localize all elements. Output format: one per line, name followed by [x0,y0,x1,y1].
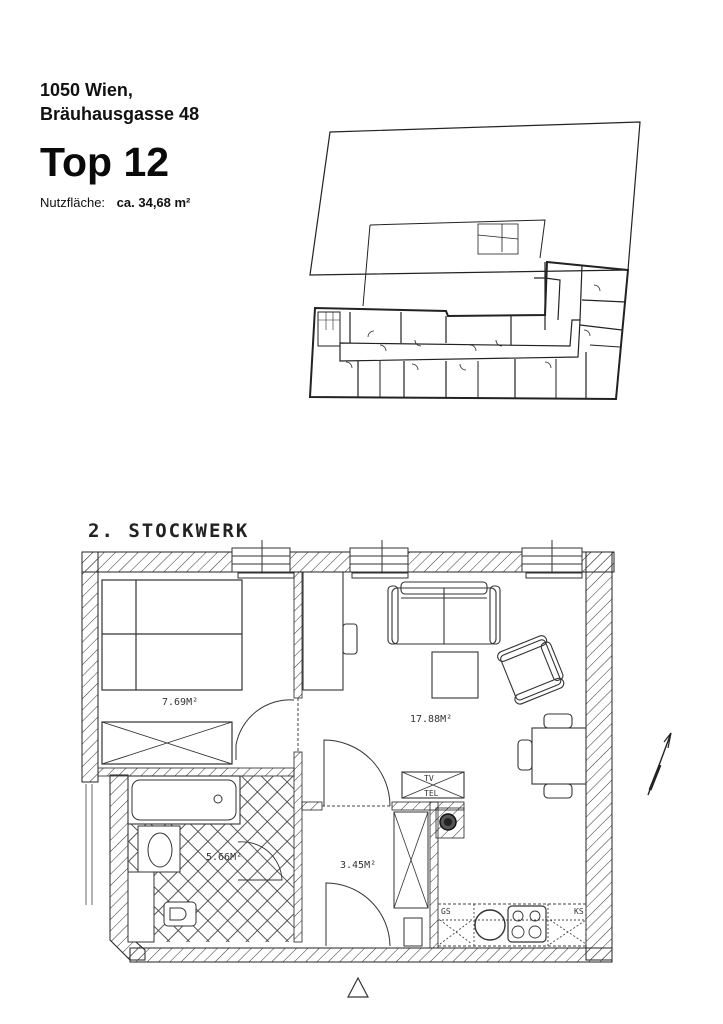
armchair-icon [497,635,565,705]
unit-plan: 7.69M² [81,540,672,998]
address-line-2: Bräuhausgasse 48 [40,104,200,124]
sink-icon [137,825,181,873]
living-area: 17.88M² [410,714,452,725]
interior-walls [97,571,465,949]
tv-label: TV [424,774,434,783]
wardrobe-icon [101,721,233,765]
hallway-area: 3.45M² [340,860,376,871]
exterior-pipe [85,784,93,905]
coffee-table-icon [431,651,479,699]
listing-header: 1050 Wien, Bräuhausgasse 48 Top 12 Nutzf… [40,78,199,210]
desk-closet [302,571,358,691]
tel-label: TEL [424,789,439,798]
sink-bowl-icon [474,909,506,941]
living-room [387,581,587,799]
bed-icon [101,579,243,691]
bathroom-area: 5.66M² [206,852,242,863]
entrance-triangle-icon [347,976,369,998]
windows [231,540,583,579]
bathtub-icon [127,775,241,825]
kitchen-counter [437,903,587,947]
entry-door-swing-icon [323,739,391,807]
front-door-swing-icon [325,882,391,947]
usable-area-value: ca. 34,68 m² [116,195,191,210]
usable-area: Nutzfläche: ca. 34,68 m² [40,195,199,210]
bedroom [101,579,295,765]
exterior-walls [81,551,615,963]
bath-door-swing-icon [237,841,283,881]
stove-icon [507,905,547,943]
dining-table-icon [517,713,587,799]
bedroom-area: 7.69M² [162,697,198,708]
ks-label: KS [574,907,584,916]
floor-label: 2. STOCKWERK [88,520,249,542]
toilet-icon [163,901,197,927]
door-swing-icon [235,699,295,760]
hallway [323,739,429,947]
sofa-icon [387,581,501,645]
tv-tel-box [401,771,465,799]
address-line-1: 1050 Wien, [40,80,133,100]
gs-label: GS [441,907,451,916]
site-plan [308,121,641,401]
usable-area-label: Nutzfläche: [40,195,106,210]
unit-title: Top 12 [40,139,170,185]
north-arrow-icon [647,732,672,796]
bathroom [127,775,294,943]
